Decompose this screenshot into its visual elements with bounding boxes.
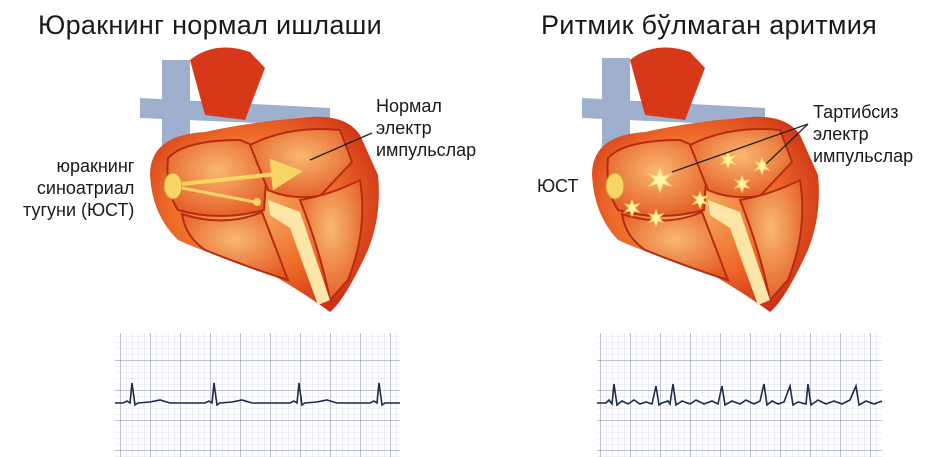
right-heart <box>582 48 819 313</box>
right-sa-node <box>606 173 624 199</box>
left-sa-node-label: юракнинг синоатриал тугуни (ЮСТ) <box>23 155 134 221</box>
left-impulse-label-line-2: электр <box>376 117 476 139</box>
right-sa-node-label-line-1: ЮСТ <box>537 175 578 197</box>
left-sa-node <box>164 173 182 199</box>
left-sa-node-label-line-2: синоатриал <box>23 177 134 199</box>
left-impulse-label: Нормал электр импульслар <box>376 95 476 161</box>
left-ecg-grid-major <box>115 333 400 457</box>
left-impulse-label-line-3: импульслар <box>376 139 476 161</box>
left-sa-node-label-line-1: юракнинг <box>23 155 134 177</box>
left-av-node <box>253 198 261 206</box>
right-impulse-label-line-1: Тартибсиз <box>813 101 913 123</box>
right-ecg-strip <box>597 333 882 457</box>
right-impulse-label-line-3: импульслар <box>813 145 913 167</box>
right-ecg-grid-major <box>597 333 882 457</box>
right-impulse-label: Тартибсиз электр импульслар <box>813 101 913 167</box>
left-sa-node-label-line-3: тугуни (ЮСТ) <box>23 199 134 221</box>
left-impulse-label-line-1: Нормал <box>376 95 476 117</box>
right-impulse-label-line-2: электр <box>813 123 913 145</box>
left-ecg-strip <box>115 333 400 457</box>
right-sa-node-label: ЮСТ <box>537 175 578 197</box>
left-heart <box>140 48 379 313</box>
